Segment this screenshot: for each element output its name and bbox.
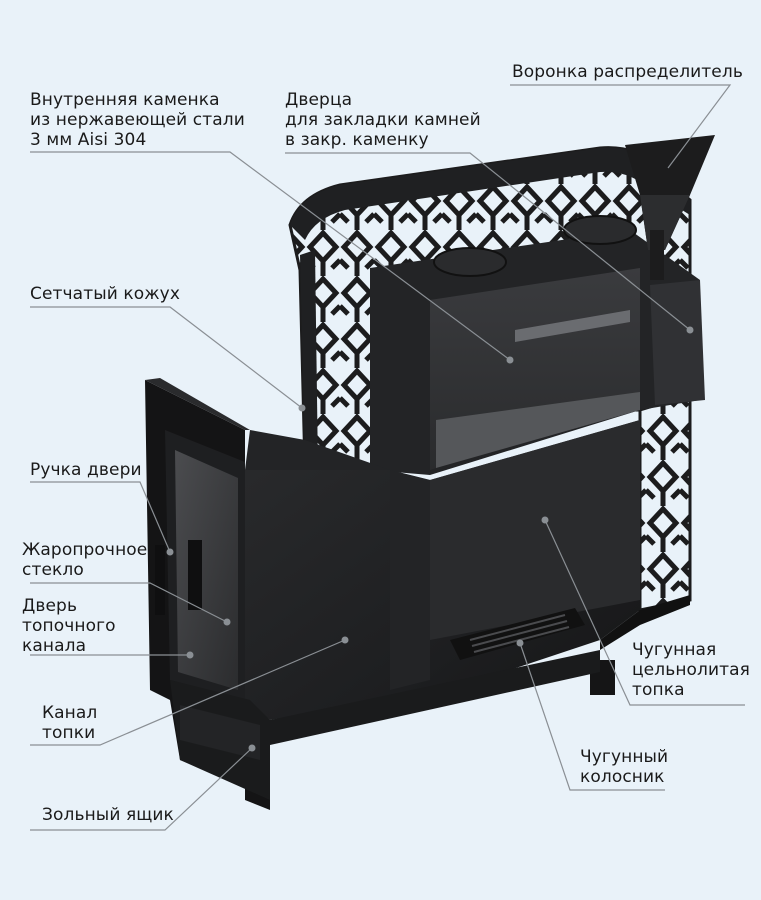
label-fire-channel: Канал топки [42,703,98,743]
leader-grate [519,642,665,791]
leader-cast-firebox [544,519,745,706]
cast-grate-shape [450,608,585,660]
leader-ash [30,747,253,831]
inner-heater [370,215,705,475]
leader-dots [166,326,694,752]
label-funnel: Воронка распределитель [512,62,743,82]
leader-channel [30,639,346,746]
cast-firebox-body [245,420,690,745]
leader-glass [30,582,228,623]
label-cast-firebox: Чугунная цельнолитая топка [632,640,750,700]
label-mesh-casing: Сетчатый кожух [30,284,180,304]
leader-inner-heater [30,151,511,361]
label-firebox-door: Дверь топочного канала [22,596,116,656]
firebox-door-shape [145,378,390,810]
label-cast-grate: Чугунный колосник [580,747,669,787]
leader-handle [30,481,171,553]
label-stone-door: Дверца для закладки камней в закр. камен… [285,90,481,150]
label-ash-box: Зольный ящик [42,805,174,825]
label-heat-glass: Жаропрочное стекло [22,540,148,580]
label-inner-heater: Внутренняя каменка из нержавеющей стали … [30,90,245,150]
leader-lines [30,84,745,831]
leader-mesh [30,306,303,409]
distribution-funnel [625,135,715,280]
label-door-handle: Ручка двери [30,460,142,480]
leader-funnel [510,84,732,169]
leader-stone-door [285,152,691,331]
